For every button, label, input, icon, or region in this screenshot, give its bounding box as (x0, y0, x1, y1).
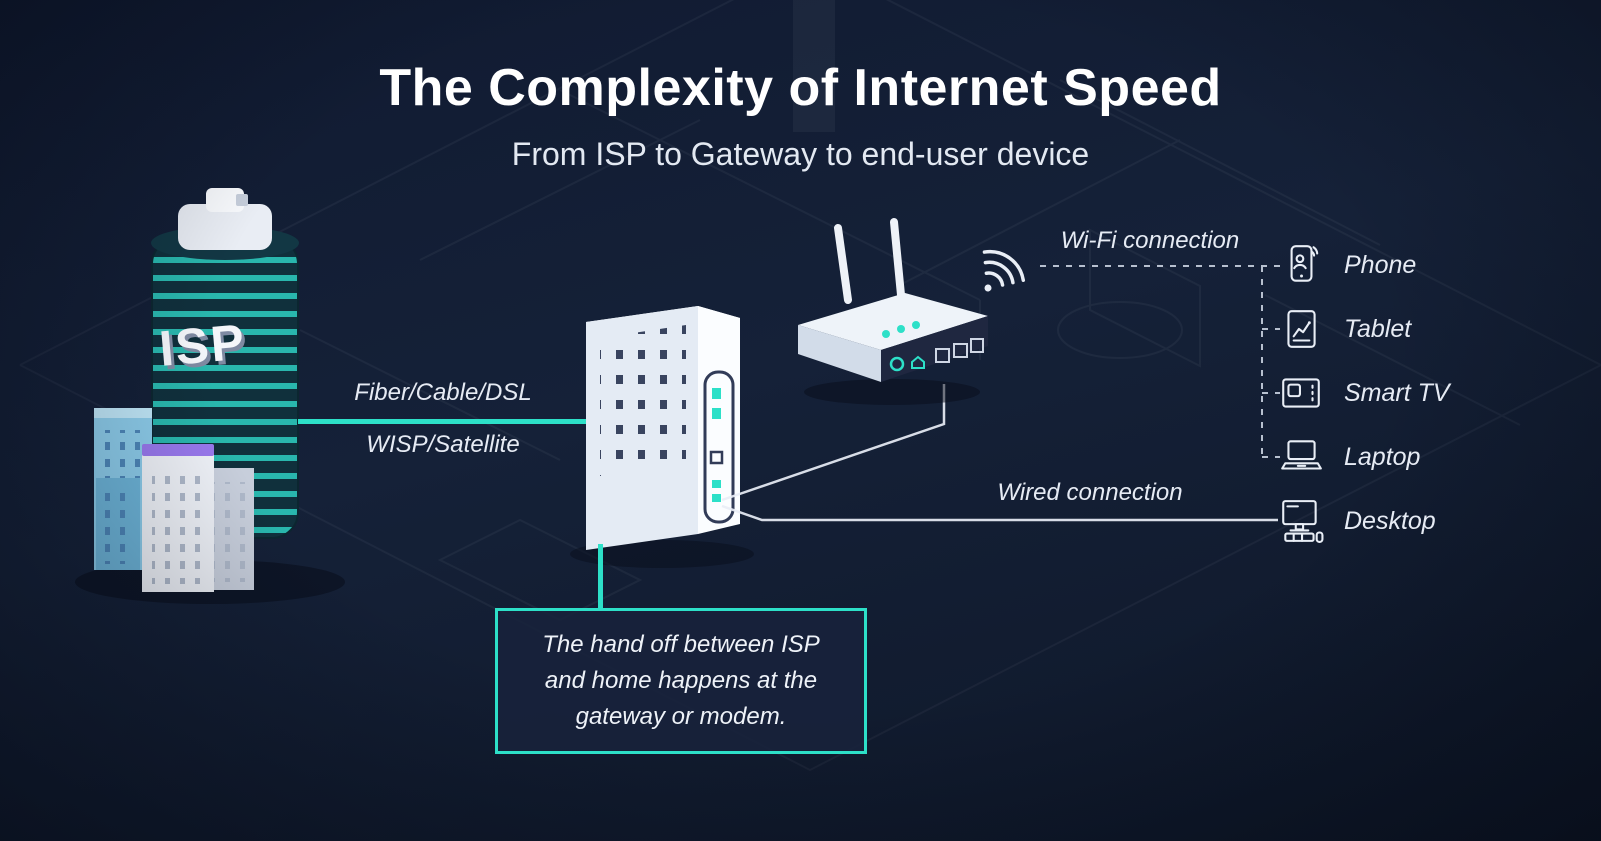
isp-sign: ISP ISP (157, 314, 251, 381)
desktop-icon (1278, 498, 1324, 544)
wired-connection-line (721, 504, 1278, 522)
isp-to-modem-line (298, 419, 588, 424)
device-row-laptop: Laptop (1278, 432, 1450, 482)
wired-connection-label: Wired connection (997, 479, 1183, 506)
gateway-modem (570, 306, 754, 568)
device-row-phone: Phone (1278, 240, 1450, 290)
modem-led (712, 388, 721, 399)
page-subtitle: From ISP to Gateway to end-user device (511, 136, 1090, 172)
device-label: Desktop (1344, 506, 1436, 535)
isp-sign-text: ISP (157, 314, 248, 377)
router-antenna (834, 224, 852, 304)
gateway-callout-text: The hand off between ISP and home happen… (542, 631, 820, 730)
device-label: Laptop (1344, 442, 1421, 471)
device-row-desktop: Desktop (1278, 496, 1450, 546)
wifi-router (798, 218, 988, 405)
device-list: Phone Tablet (1278, 240, 1450, 546)
gateway-callout-box: The hand off between ISP and home happen… (495, 608, 867, 754)
fiber-cable-dsl-label: Fiber/Cable/DSL (354, 379, 532, 406)
device-label: Phone (1344, 250, 1417, 279)
device-row-tablet: Tablet (1278, 304, 1450, 354)
smart-tv-icon (1278, 370, 1324, 416)
router-antenna (890, 218, 905, 299)
modem-to-callout-line (598, 544, 603, 610)
wisp-satellite-label: WISP/Satellite (366, 431, 520, 458)
device-label: Tablet (1344, 314, 1412, 343)
page-title: The Complexity of Internet Speed (379, 59, 1222, 117)
modem-led (712, 408, 721, 419)
wifi-signal-icon (982, 249, 1026, 292)
wifi-connection-lines (1040, 265, 1280, 458)
device-label: Smart TV (1344, 378, 1450, 407)
phone-icon (1278, 242, 1324, 288)
isp-building: ISP ISP (75, 188, 345, 604)
wifi-connection-label: Wi-Fi connection (1060, 227, 1240, 254)
tablet-icon (1278, 306, 1324, 352)
laptop-icon (1278, 434, 1324, 480)
modem-vents (600, 325, 686, 476)
device-row-smart-tv: Smart TV (1278, 368, 1450, 418)
